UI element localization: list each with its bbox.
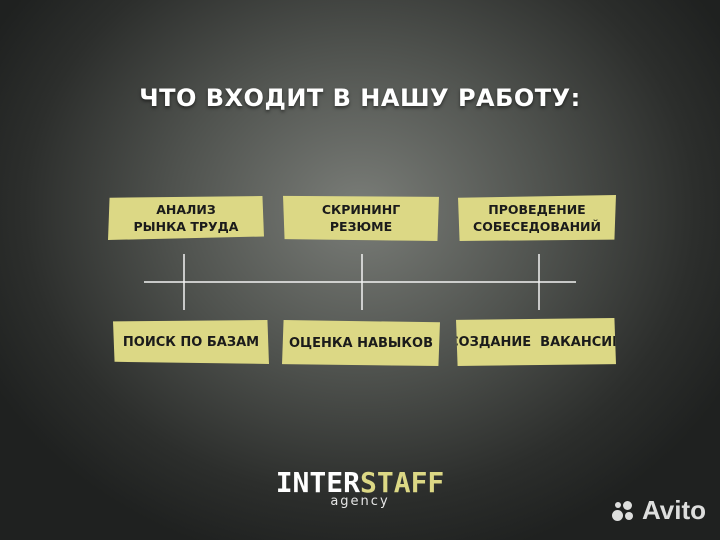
page-title: ЧТО ВХОДИТ В НАШУ РАБОТУ: [139,84,581,112]
step-label-line2: СОБЕСЕДОВАНИЙ [473,219,601,234]
avito-watermark: Avito [610,495,706,526]
step-market-analysis: АНАЛИЗ РЫНКА ТРУДА [108,196,264,240]
step-label-line2: РЫНКА ТРУДА [133,219,239,234]
logo-part-inter: INTER [275,466,360,499]
watermark-text: Avito [641,495,706,525]
logo-part-staff: STAFF [360,466,445,499]
step-label-line1: АНАЛИЗ [156,202,216,217]
step-database-search: ПОИСК ПО БАЗАМ [113,320,269,364]
step-label-line2: РЕЗЮМЕ [329,219,393,234]
step-label: СОЗДАНИЕ ВАКАНСИЙ [449,334,623,350]
company-logo: INTERSTAFF [0,466,720,499]
step-resume-screening: СКРИНИНГ РЕЗЮМЕ [283,195,439,241]
step-label: ПОИСК ПО БАЗАМ [122,334,260,350]
step-label-line1: СКРИНИНГ [321,202,401,217]
avito-dots-icon [610,498,636,524]
step-label-line1: ПРОВЕДЕНИЕ [488,202,586,217]
step-interviews: ПРОВЕДЕНИЕ СОБЕСЕДОВАНИЙ [458,195,616,241]
logo-subtitle: agency [330,494,390,509]
step-skills-assessment: ОЦЕНКА НАВЫКОВ [282,320,440,366]
step-vacancy-creation: СОЗДАНИЕ ВАКАНСИЙ [456,318,616,366]
step-label: ОЦЕНКА НАВЫКОВ [289,335,433,351]
